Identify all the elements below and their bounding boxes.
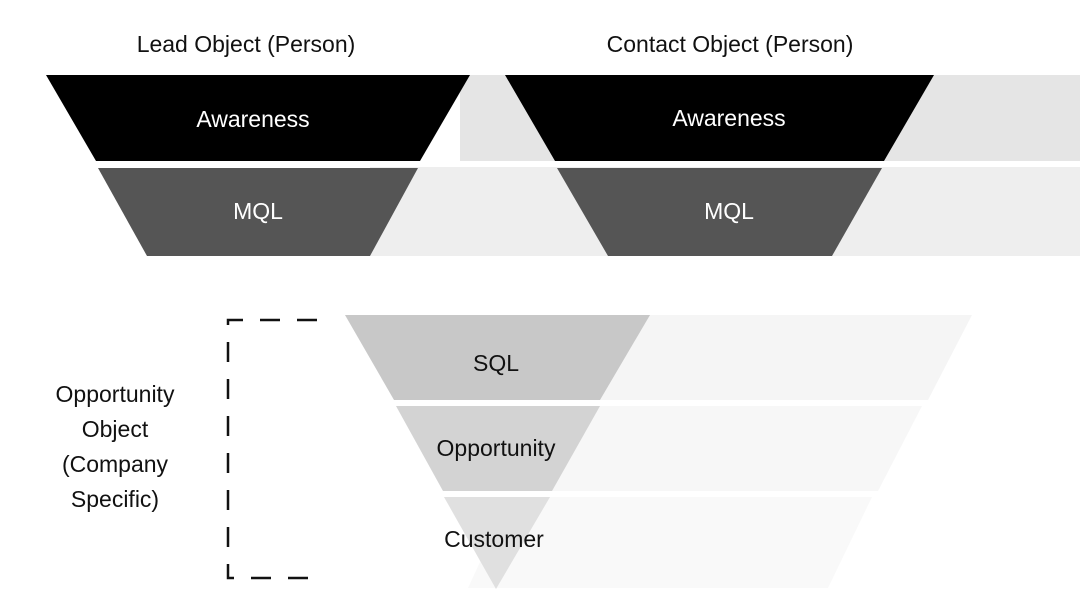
contact-object-funnel: Contact Object (Person) Awareness MQL bbox=[505, 31, 934, 256]
customer-ghost-band bbox=[468, 497, 872, 588]
lead-mql-stage bbox=[98, 168, 418, 256]
bottom-ghost-bands bbox=[468, 315, 972, 588]
sql-ghost-band bbox=[560, 315, 972, 400]
opportunity-object-funnel: SQL Opportunity Customer bbox=[345, 315, 650, 589]
lead-mql-label: MQL bbox=[233, 198, 283, 224]
sql-label: SQL bbox=[473, 350, 519, 376]
contact-awareness-label: Awareness bbox=[672, 105, 785, 131]
customer-label: Customer bbox=[444, 526, 544, 552]
opportunity-label-line-3: (Company bbox=[62, 451, 169, 477]
contact-title: Contact Object (Person) bbox=[607, 31, 854, 57]
lead-object-funnel: Lead Object (Person) Awareness MQL bbox=[46, 31, 470, 256]
opportunity-label-line-2: Object bbox=[82, 416, 149, 442]
opportunity-stage bbox=[396, 406, 600, 491]
lead-awareness-label: Awareness bbox=[196, 106, 309, 132]
opportunity-ghost-band bbox=[510, 406, 922, 491]
opportunity-object-label-group: Opportunity Object (Company Specific) bbox=[56, 318, 317, 580]
opportunity-dashed-bracket bbox=[226, 318, 317, 580]
sql-stage bbox=[345, 315, 650, 400]
lead-awareness-stage bbox=[46, 75, 470, 161]
lead-title: Lead Object (Person) bbox=[137, 31, 356, 57]
opportunity-label-line-1: Opportunity bbox=[56, 381, 175, 407]
opportunity-stage-label: Opportunity bbox=[437, 435, 556, 461]
customer-stage bbox=[444, 497, 550, 589]
contact-awareness-stage bbox=[505, 75, 934, 161]
opportunity-label-line-4: Specific) bbox=[71, 486, 159, 512]
contact-mql-stage bbox=[557, 168, 882, 256]
contact-mql-label: MQL bbox=[704, 198, 754, 224]
